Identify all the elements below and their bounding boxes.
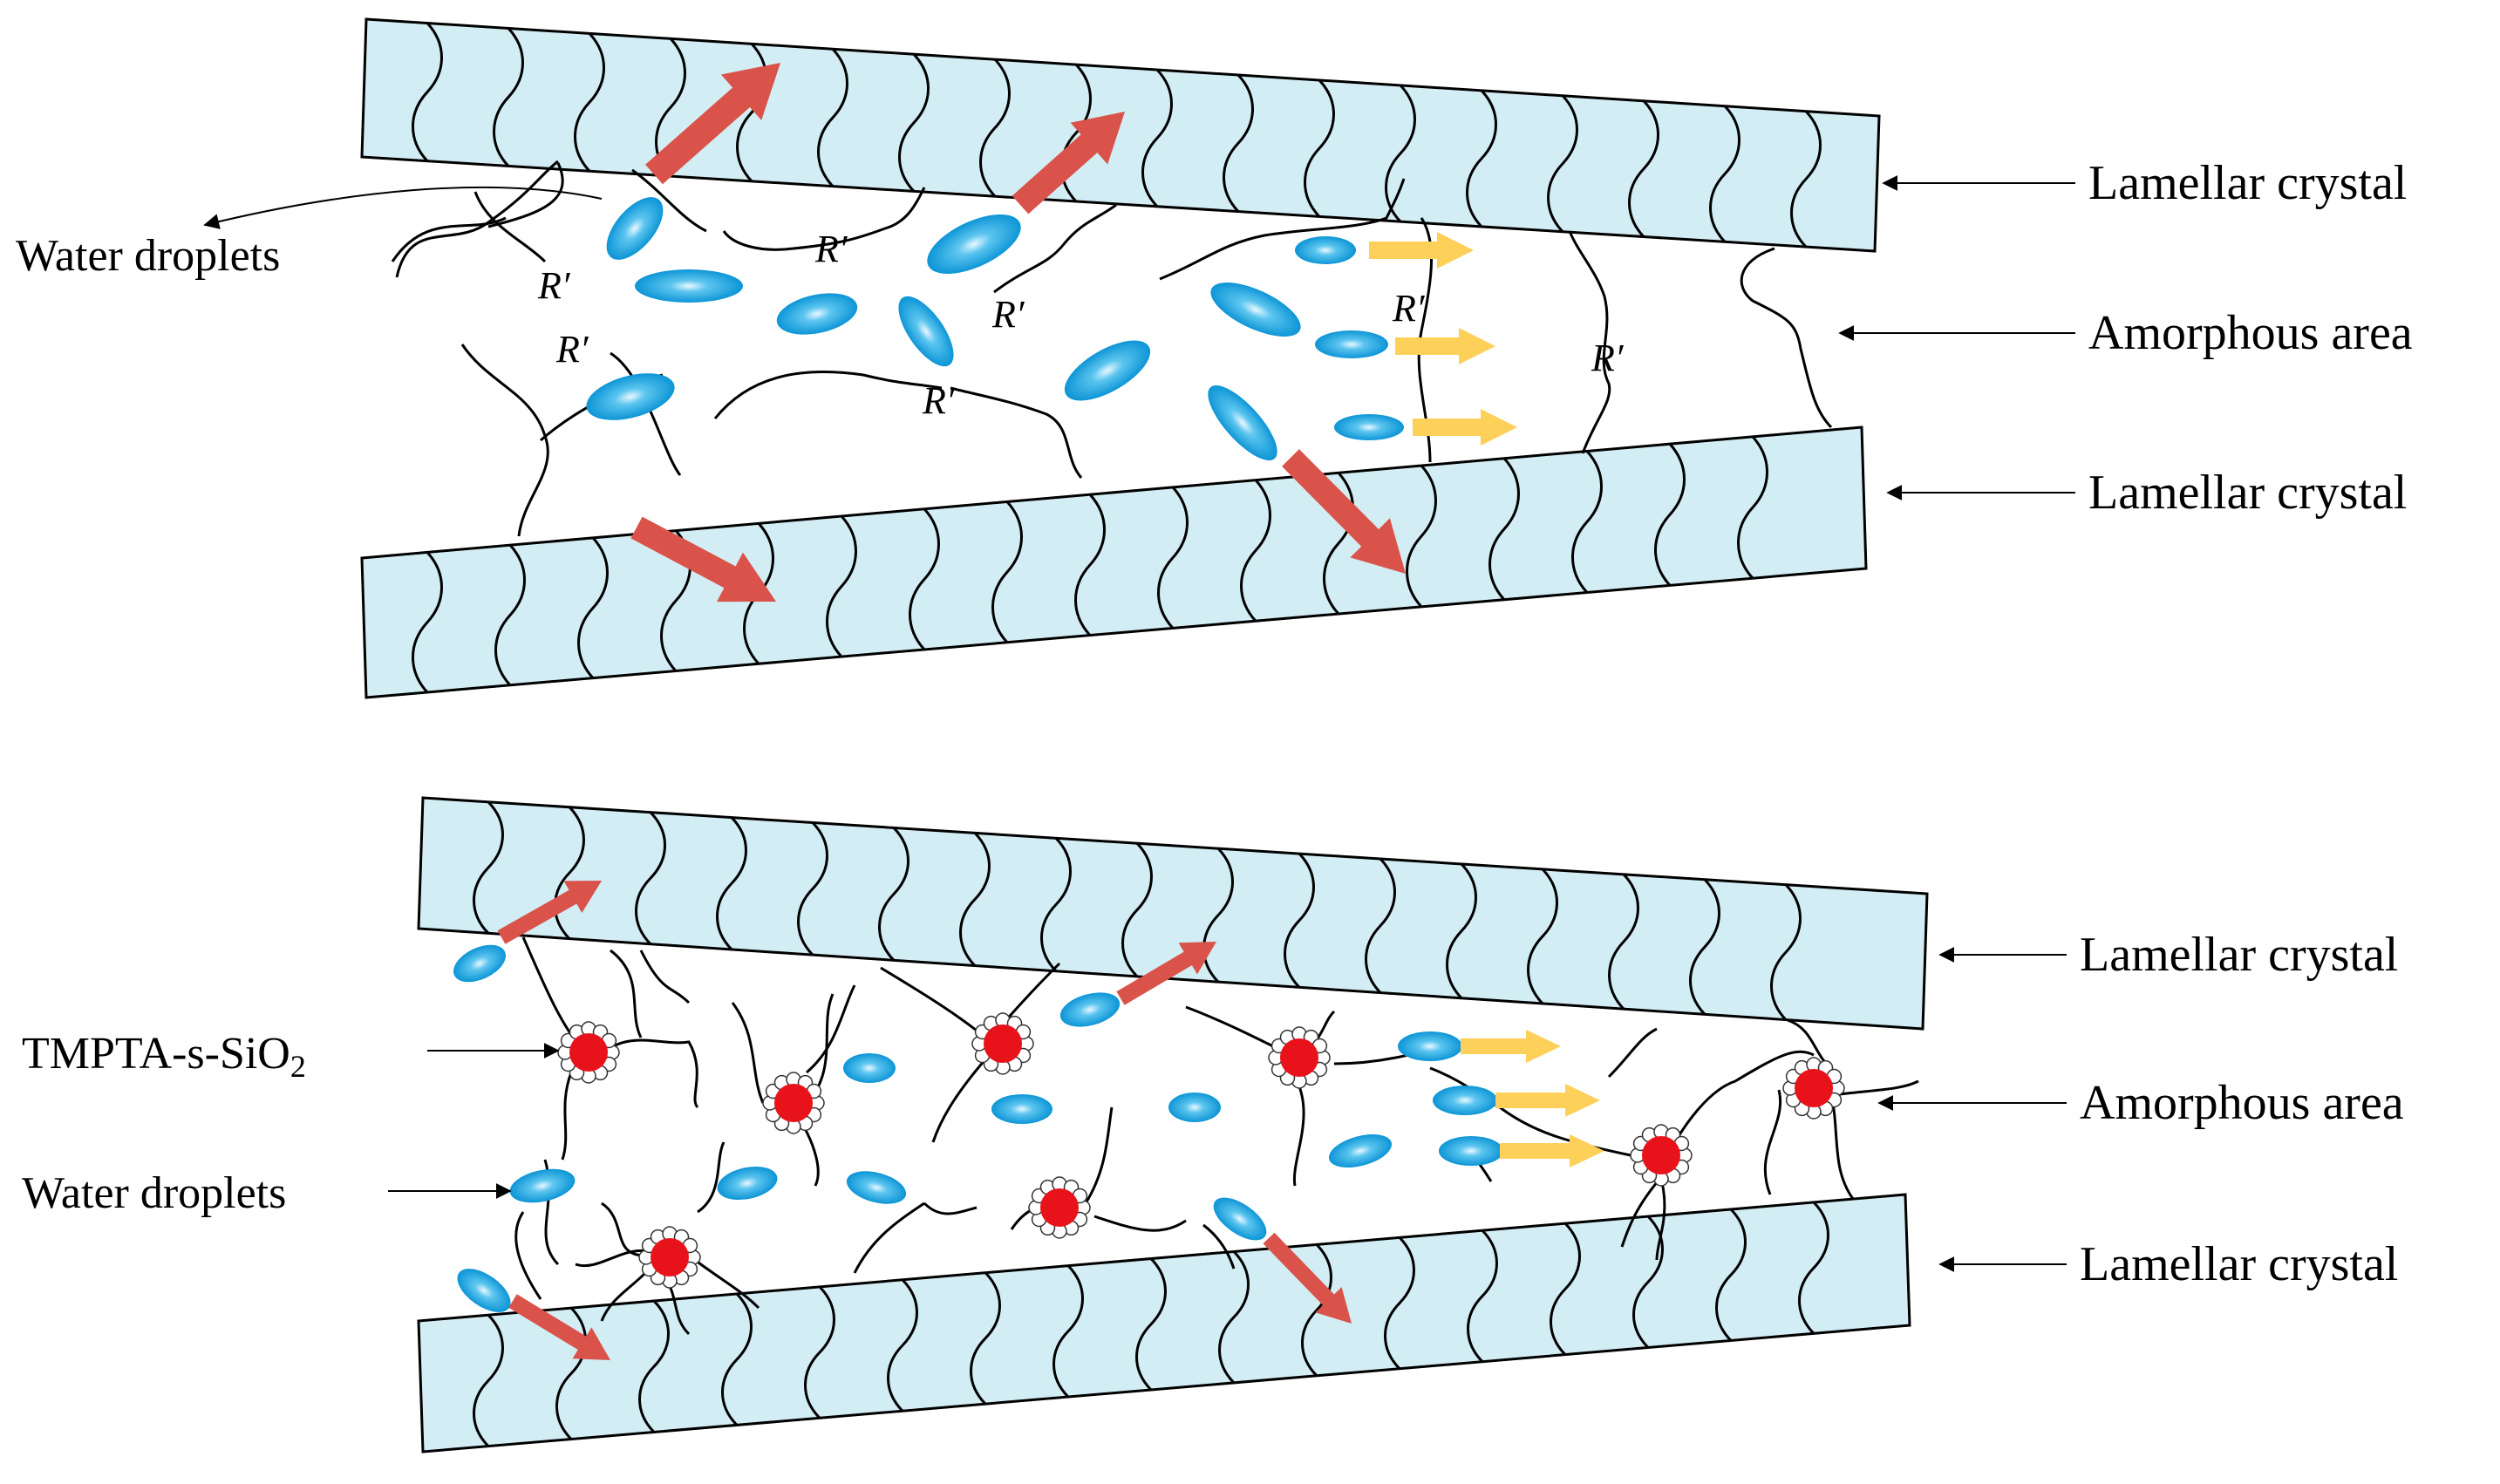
nanoparticle xyxy=(1029,1177,1090,1238)
top-right-labels: Lamellar crystal Amorphous area Lamellar… xyxy=(1840,156,2413,520)
r-prime-label: R′ xyxy=(1591,337,1625,379)
bottom-lower-lamellar-crystal xyxy=(419,1195,1910,1452)
top-yellow-arrows xyxy=(1369,232,1517,446)
r-prime-label: R′ xyxy=(922,379,956,422)
top-lower-lamellar-crystal xyxy=(362,427,1866,698)
diffusion-arrow xyxy=(1369,232,1474,269)
lamellar-crystal-label: Lamellar crystal xyxy=(2080,1237,2398,1291)
diffusion-arrow xyxy=(1495,1084,1600,1117)
bottom-panel: TMPTA-s-SiO2 Water droplets Lamellar cry… xyxy=(22,798,2404,1452)
water-droplets-label: Water droplets xyxy=(16,231,280,281)
diffusion-arrow xyxy=(1461,1030,1561,1063)
r-prime-label: R′ xyxy=(814,228,848,270)
r-prime-label: R′ xyxy=(991,293,1025,336)
bottom-left-labels: TMPTA-s-SiO2 Water droplets xyxy=(22,1029,558,1218)
nanoparticle xyxy=(763,1072,824,1133)
r-prime-label: R′ xyxy=(537,264,571,307)
bottom-upper-lamellar-crystal xyxy=(419,798,1927,1029)
bottom-right-labels: Lamellar crystal Amorphous area Lamellar… xyxy=(1879,928,2404,1291)
r-prime-label: R′ xyxy=(555,328,589,371)
tmpta-sio2-label: TMPTA-s-SiO2 xyxy=(22,1029,306,1084)
water-droplets-label: Water droplets xyxy=(22,1168,286,1218)
tmpta-subscript: 2 xyxy=(290,1049,306,1084)
nanoparticle xyxy=(1631,1125,1692,1186)
amorphous-area-label: Amorphous area xyxy=(2080,1076,2404,1130)
lamellar-crystal-label: Lamellar crystal xyxy=(2088,466,2407,520)
nanoparticle xyxy=(1783,1058,1844,1119)
diffusion-arrow xyxy=(1395,328,1495,364)
amorphous-area-label: Amorphous area xyxy=(2088,306,2413,360)
lamellar-crystal-label: Lamellar crystal xyxy=(2080,928,2398,982)
top-panel: R′ R′ R′ R′ R′ R′ R′ Water droplets Lame… xyxy=(16,19,2413,698)
lamellar-crystal-label: Lamellar crystal xyxy=(2088,156,2407,210)
nanoparticle xyxy=(1269,1027,1330,1088)
r-prime-label: R′ xyxy=(1392,287,1426,330)
top-upper-lamellar-crystal xyxy=(362,19,1879,251)
nanoparticle xyxy=(639,1227,700,1288)
nanoparticle xyxy=(558,1022,619,1083)
diffusion-arrow xyxy=(1500,1134,1604,1167)
